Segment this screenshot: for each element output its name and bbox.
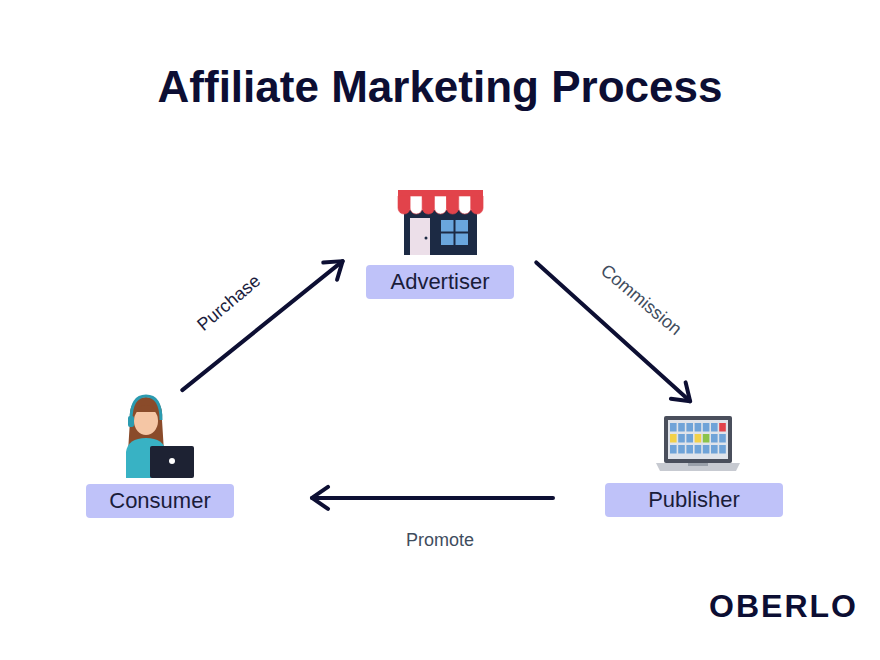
arrow-head bbox=[312, 487, 328, 509]
arrow-line bbox=[182, 261, 342, 390]
diagram-title: Affiliate Marketing Process bbox=[0, 62, 880, 112]
flow-arrow bbox=[182, 261, 342, 390]
role-node: Publisher bbox=[605, 412, 783, 517]
node-label: Advertiser bbox=[366, 265, 514, 299]
store-icon bbox=[398, 190, 483, 255]
brand-watermark: OBERLO bbox=[709, 588, 858, 625]
node-label: Publisher bbox=[605, 483, 783, 517]
edge-label: Commission bbox=[596, 260, 685, 340]
arrow-head bbox=[671, 382, 690, 401]
flow-arrow bbox=[312, 487, 553, 509]
edge-label: Purchase bbox=[193, 271, 265, 336]
role-node: Consumer bbox=[86, 392, 234, 518]
role-node: Advertiser bbox=[366, 190, 514, 299]
edge-label: Promote bbox=[406, 530, 474, 551]
arrow-line bbox=[312, 496, 553, 500]
node-label: Consumer bbox=[86, 484, 234, 518]
consumer-icon bbox=[126, 396, 194, 478]
arrow-head bbox=[323, 261, 342, 280]
laptop-icon bbox=[656, 416, 740, 471]
